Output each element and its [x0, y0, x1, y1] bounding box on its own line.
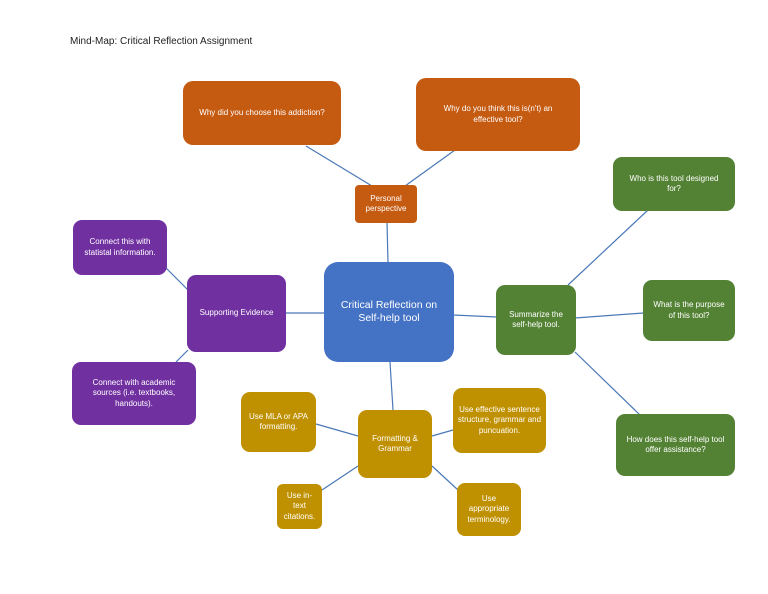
supporting-evidence-label: Supporting Evidence [199, 308, 274, 318]
mla-label: Use MLA or APA formatting. [249, 411, 308, 431]
formatting-label: Formatting & Grammar [372, 433, 418, 453]
personal-perspective-node: Personal perspective [355, 185, 417, 223]
purpose-label: What is the purpose of this tool? [653, 300, 725, 320]
edge-center-formatting [389, 361, 394, 411]
in-text-node: Use in-text citations. [277, 484, 322, 529]
how-assist-label: How does this self-help tool offer assis… [626, 434, 725, 454]
edge-formatting-terminology [431, 465, 459, 491]
edge-summarize-who-for [567, 209, 649, 286]
supporting-evidence-node: Supporting Evidence [187, 275, 286, 352]
edge-supporting-statistical [165, 267, 189, 291]
edge-summarize-purpose [574, 312, 644, 319]
purpose-node: What is the purpose of this tool? [643, 280, 735, 341]
who-for-node: Who is this tool designed for? [613, 157, 735, 211]
edge-center-personal [386, 221, 389, 263]
academic-node: Connect with academic sources (i.e. text… [72, 362, 196, 425]
edge-personal-why-effective [404, 149, 456, 187]
central-node: Critical Reflection on Self-help tool [324, 262, 454, 362]
mla-node: Use MLA or APA formatting. [241, 392, 316, 452]
who-for-label: Who is this tool designed for? [629, 173, 719, 193]
why-choose-label: Why did you choose this addiction? [199, 107, 325, 117]
terminology-label: Use appropriate terminology. [467, 494, 511, 524]
summarize-label: Summarize the self-help tool. [509, 309, 563, 329]
page-title: Mind-Map: Critical Reflection Assignment [70, 36, 253, 47]
why-effective-node: Why do you think this is(n't) an effecti… [416, 78, 580, 151]
how-assist-node: How does this self-help tool offer assis… [616, 414, 735, 476]
sentence-label: Use effective sentence structure, gramma… [457, 405, 542, 435]
edge-supporting-academic [175, 349, 189, 363]
edge-summarize-how-assist [574, 351, 641, 416]
statistical-label: Connect this with statistal information. [84, 237, 156, 257]
edge-formatting-sentence [431, 429, 454, 437]
terminology-node: Use appropriate terminology. [457, 483, 521, 536]
edge-center-summarize [452, 314, 498, 318]
in-text-label: Use in-text citations. [283, 491, 316, 521]
edge-formatting-mla [315, 423, 359, 437]
statistical-node: Connect this with statistal information. [73, 220, 167, 275]
academic-label: Connect with academic sources (i.e. text… [92, 378, 176, 408]
edge-personal-why-choose [305, 145, 373, 187]
edge-formatting-in-text [321, 465, 359, 491]
why-effective-label: Why do you think this is(n't) an effecti… [443, 104, 553, 124]
summarize-node: Summarize the self-help tool. [496, 285, 576, 355]
personal-perspective-label: Personal perspective [365, 193, 407, 213]
central-node-label: Critical Reflection on Self-help tool [340, 298, 438, 324]
formatting-node: Formatting & Grammar [358, 410, 432, 478]
why-choose-node: Why did you choose this addiction? [183, 81, 341, 145]
sentence-node: Use effective sentence structure, gramma… [453, 388, 546, 453]
